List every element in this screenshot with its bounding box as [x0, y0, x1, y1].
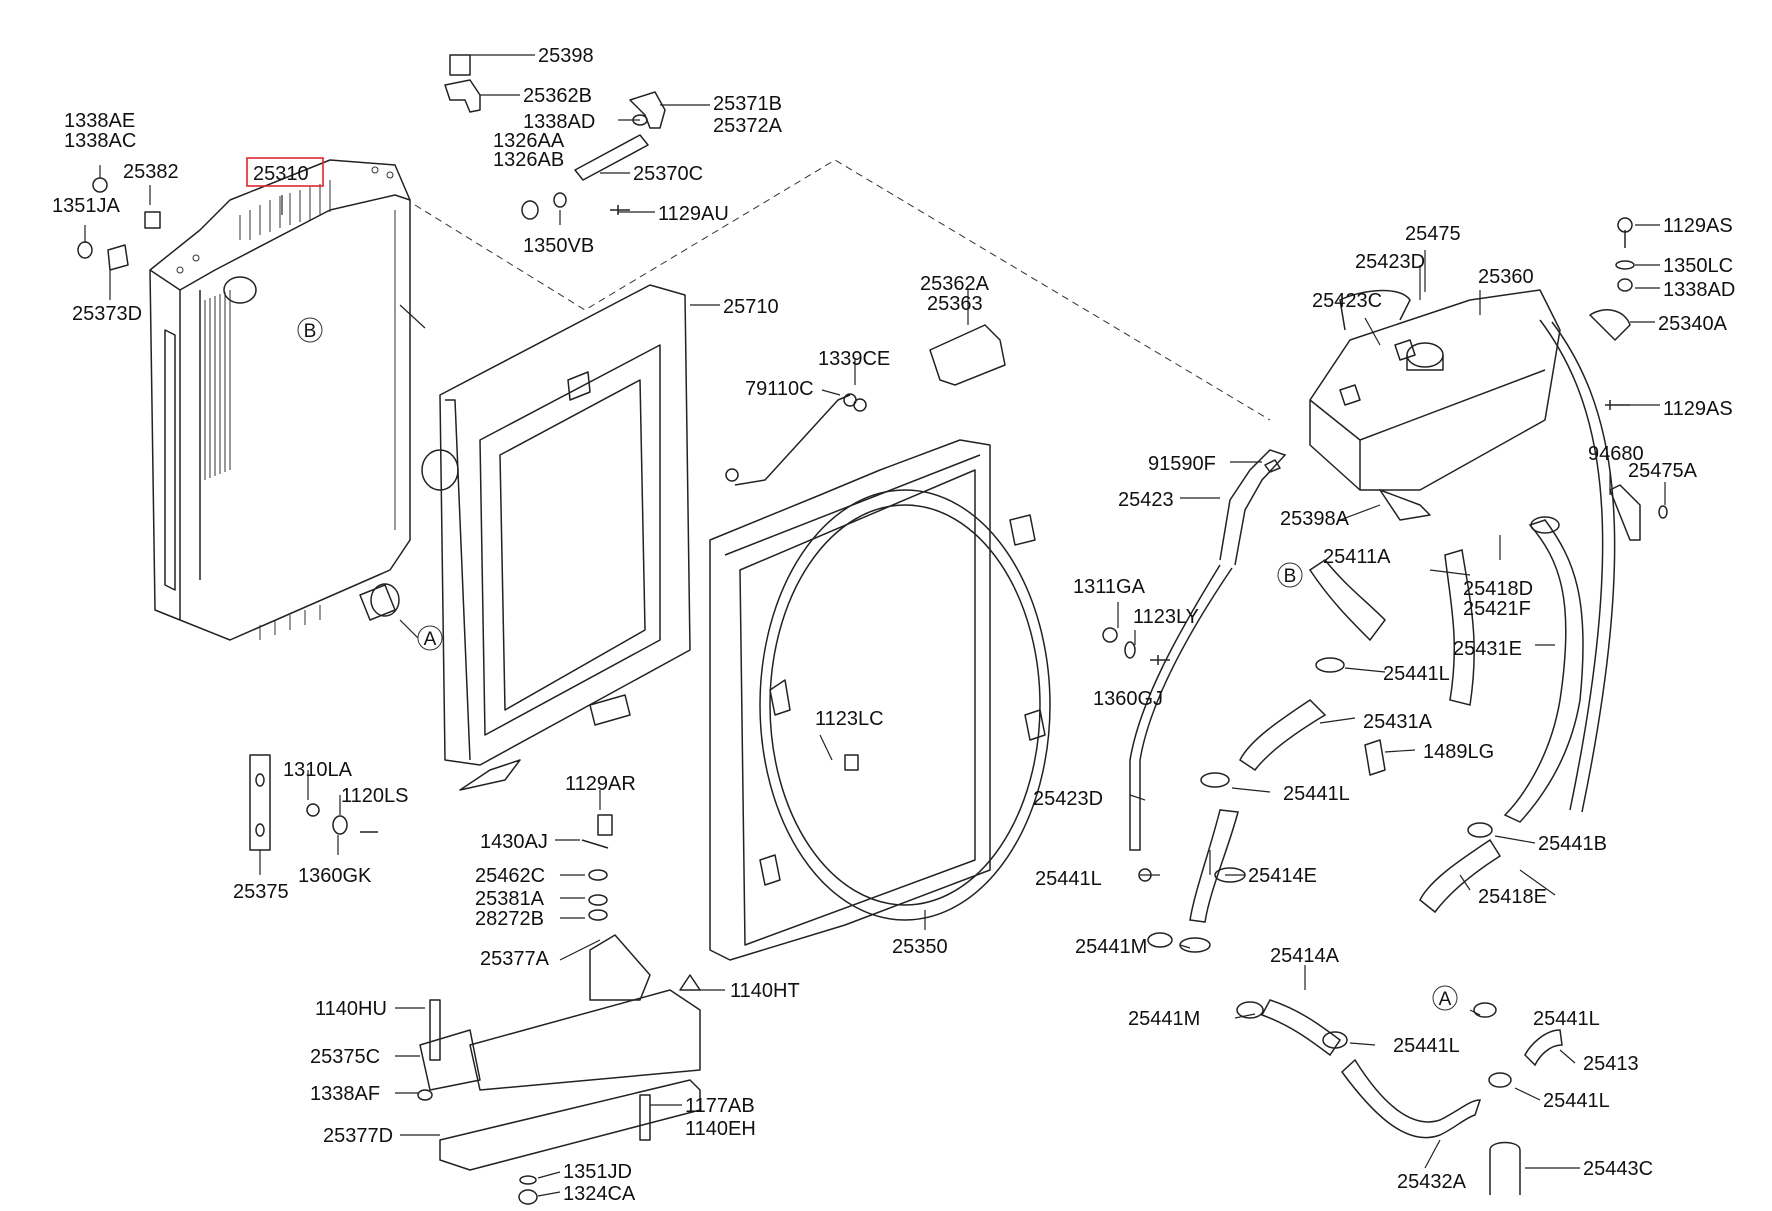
label-1326ab[interactable]: 1326AB [493, 149, 564, 171]
label-25362a[interactable]: 25362A [920, 273, 990, 295]
label-25423c[interactable]: 25423C [1312, 290, 1382, 312]
label-1338ac[interactable]: 1338AC [64, 130, 136, 152]
label-25414a[interactable]: 25414A [1270, 945, 1340, 967]
svg-text:A: A [1439, 989, 1452, 1010]
label-25382[interactable]: 25382 [123, 161, 179, 183]
label-25370c[interactable]: 25370C [633, 163, 703, 185]
label-25441l-b[interactable]: 25441L [1283, 783, 1350, 805]
label-1177ab[interactable]: 1177AB [685, 1095, 755, 1117]
label-25475a[interactable]: 25475A [1628, 460, 1698, 482]
label-25432a[interactable]: 25432A [1397, 1171, 1467, 1193]
label-25441l-f[interactable]: 25441L [1543, 1090, 1610, 1112]
label-1338ae[interactable]: 1338AE [64, 110, 135, 132]
radiator-25310[interactable] [149, 159, 411, 641]
label-25371b[interactable]: 25371B [713, 93, 782, 115]
label-28272b[interactable]: 28272B [475, 908, 544, 930]
label-25377d[interactable]: 25377D [323, 1125, 393, 1147]
label-1311ga[interactable]: 1311GA [1073, 576, 1146, 598]
label-25398[interactable]: 25398 [538, 45, 594, 67]
label-25441l-a[interactable]: 25441L [1383, 663, 1450, 685]
label-1120ls[interactable]: 1120LS [341, 785, 408, 807]
label-91590f[interactable]: 91590F [1148, 453, 1216, 475]
label-25362b[interactable]: 25362B [523, 85, 592, 107]
shroud-frame-25710[interactable] [421, 284, 691, 791]
label-1324ca[interactable]: 1324CA [563, 1183, 636, 1205]
label-25418e[interactable]: 25418E [1478, 886, 1547, 908]
label-25441b[interactable]: 25441B [1538, 833, 1607, 855]
label-25421f[interactable]: 25421F [1463, 598, 1531, 620]
label-1351jd[interactable]: 1351JD [563, 1161, 632, 1183]
label-1350vb[interactable]: 1350VB [523, 235, 594, 257]
label-1140hu[interactable]: 1140HU [315, 998, 387, 1020]
label-25414e[interactable]: 25414E [1248, 865, 1317, 887]
label-25441l-d[interactable]: 25441L [1533, 1008, 1600, 1030]
svg-text:A: A [424, 629, 437, 650]
svg-text:B: B [304, 321, 317, 342]
label-25462c[interactable]: 25462C [475, 865, 545, 887]
label-1338ad-b[interactable]: 1338AD [1663, 279, 1735, 301]
label-1351ja[interactable]: 1351JA [52, 195, 120, 217]
label-25375c[interactable]: 25375C [310, 1046, 380, 1068]
label-1123lc[interactable]: 1123LC [815, 708, 884, 730]
label-1338af[interactable]: 1338AF [310, 1083, 380, 1105]
label-25443c[interactable]: 25443C [1583, 1158, 1653, 1180]
reservoir-tank-25360[interactable] [1309, 289, 1561, 491]
label-1310la[interactable]: 1310LA [283, 759, 353, 781]
label-25423d-a[interactable]: 25423D [1355, 251, 1425, 273]
label-25411a[interactable]: 25411A [1323, 546, 1391, 568]
label-25375[interactable]: 25375 [233, 881, 289, 903]
label-25340a[interactable]: 25340A [1658, 313, 1728, 335]
label-25310[interactable]: 25310 [253, 163, 309, 185]
label-25360[interactable]: 25360 [1478, 266, 1534, 288]
label-25377a[interactable]: 25377A [480, 948, 550, 970]
label-1360gj[interactable]: 1360GJ [1093, 688, 1163, 710]
label-25413[interactable]: 25413 [1583, 1053, 1639, 1075]
label-25373d[interactable]: 25373D [72, 303, 142, 325]
leader-lines [84, 54, 1666, 1197]
fan-shroud-25350[interactable] [709, 439, 1051, 961]
label-1350lc[interactable]: 1350LC [1663, 255, 1733, 277]
label-25710[interactable]: 25710 [723, 296, 779, 318]
label-1360gk[interactable]: 1360GK [298, 865, 372, 887]
label-1140eh[interactable]: 1140EH [685, 1118, 756, 1140]
label-1489lg[interactable]: 1489LG [1423, 741, 1494, 763]
label-25431e[interactable]: 25431E [1453, 638, 1522, 660]
label-1123ly[interactable]: 1123LY [1133, 606, 1199, 628]
marker-a-2: A [1432, 985, 1458, 1011]
label-1338ad-a[interactable]: 1338AD [523, 111, 595, 133]
marker-b-1: B [297, 317, 323, 343]
label-1140ht[interactable]: 1140HT [730, 980, 800, 1002]
label-25423[interactable]: 25423 [1118, 489, 1174, 511]
label-25381a[interactable]: 25381A [475, 888, 545, 910]
small-parts [77, 54, 1668, 1205]
label-1430aj[interactable]: 1430AJ [480, 831, 548, 853]
highlight-box [246, 157, 324, 187]
label-25441l-e[interactable]: 25441L [1393, 1035, 1460, 1057]
label-25350[interactable]: 25350 [892, 936, 948, 958]
label-25441m-b[interactable]: 25441M [1128, 1008, 1200, 1030]
label-25363[interactable]: 25363 [927, 293, 983, 315]
label-79110c[interactable]: 79110C [745, 378, 814, 400]
label-1129au[interactable]: 1129AU [658, 203, 729, 225]
label-1129as-b[interactable]: 1129AS [1663, 398, 1733, 420]
reference-dashed-line [414, 159, 1271, 421]
label-1129ar[interactable]: 1129AR [565, 773, 636, 795]
label-25441l-c[interactable]: 25441L [1035, 868, 1102, 890]
label-25423d-b[interactable]: 25423D [1033, 788, 1103, 810]
label-25372a[interactable]: 25372A [713, 115, 783, 137]
label-1326aa[interactable]: 1326AA [493, 130, 565, 152]
label-25475[interactable]: 25475 [1405, 223, 1461, 245]
label-94680[interactable]: 94680 [1588, 443, 1644, 465]
marker-a-1: A [417, 625, 443, 651]
label-25418d[interactable]: 25418D [1463, 578, 1533, 600]
label-25431a[interactable]: 25431A [1363, 711, 1433, 733]
label-1129as-a[interactable]: 1129AS [1663, 215, 1733, 237]
marker-b-2: B [1277, 562, 1303, 588]
svg-text:B: B [1284, 566, 1297, 587]
label-25398a[interactable]: 25398A [1280, 508, 1350, 530]
label-1339ce[interactable]: 1339CE [818, 348, 890, 370]
label-25441m-a[interactable]: 25441M [1075, 936, 1147, 958]
part-labels: 25398 25362B 25371B 1338AD 25372A 1326AA… [52, 45, 1735, 1205]
